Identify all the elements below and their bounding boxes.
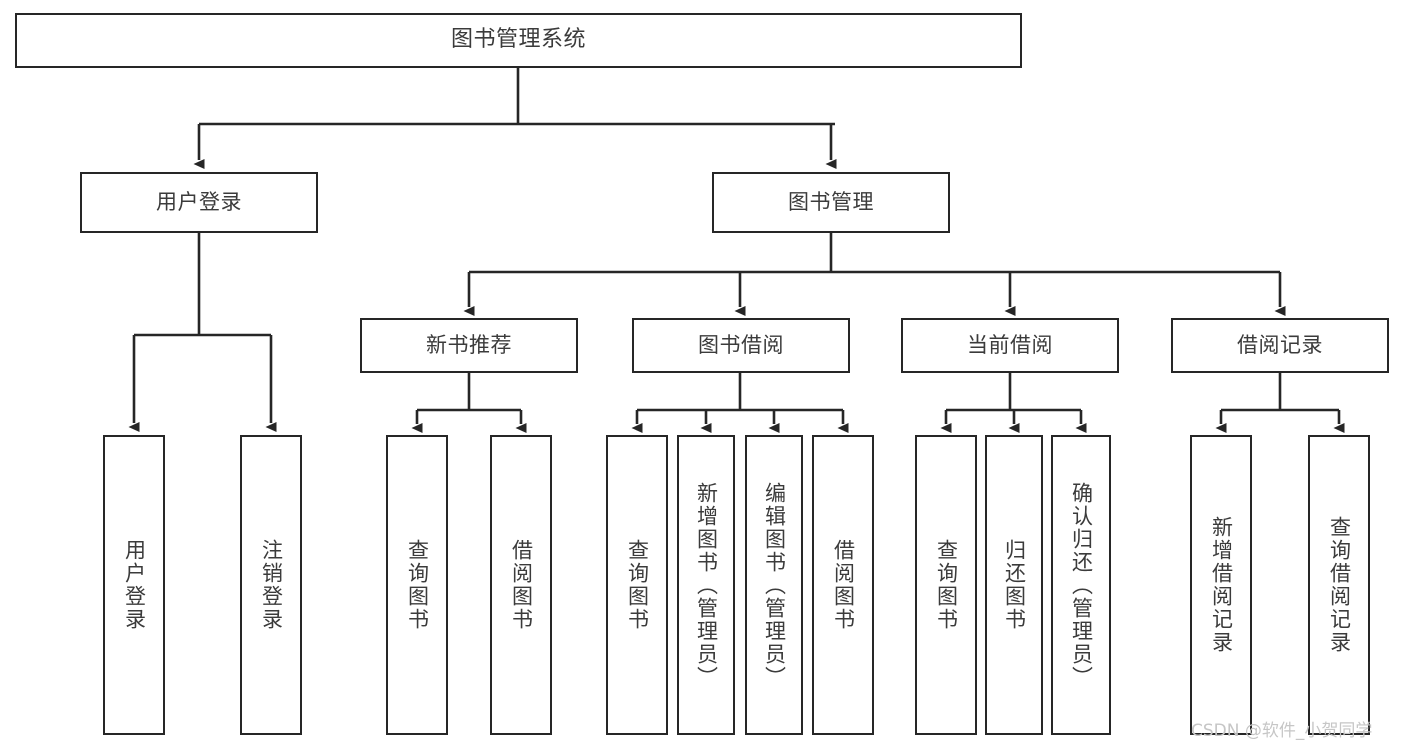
csdn-watermark: CSDN @软件_小贺同学 <box>1191 721 1373 741</box>
node-book-borrow[interactable]: 图书借阅 <box>632 318 850 373</box>
node-label-leaf: 借阅图书 <box>831 539 856 631</box>
node-leaf-new-book-borrow[interactable]: 借阅图书 <box>490 435 552 735</box>
node-leaf-book-borrow-borrow[interactable]: 借阅图书 <box>812 435 874 735</box>
node-leaf-current-borrow-confirm[interactable]: 确认归还（管理员） <box>1051 435 1111 735</box>
node-current-borrow[interactable]: 当前借阅 <box>901 318 1119 373</box>
node-label-root: 图书管理系统 <box>450 27 586 53</box>
node-leaf-borrow-record-query[interactable]: 查询借阅记录 <box>1308 435 1370 735</box>
node-label-leaf: 归还图书 <box>1002 539 1027 631</box>
node-label-leaf: 查询图书 <box>934 539 959 631</box>
node-label-borrow-record: 借阅记录 <box>1237 332 1323 357</box>
node-leaf-borrow-record-add[interactable]: 新增借阅记录 <box>1190 435 1252 735</box>
node-new-book-recommend[interactable]: 新书推荐 <box>360 318 578 373</box>
node-leaf-user-login-logout[interactable]: 注销登录 <box>240 435 302 735</box>
node-label-leaf: 编辑图书（管理员） <box>762 481 787 689</box>
node-root-system[interactable]: 图书管理系统 <box>15 13 1022 68</box>
node-leaf-book-borrow-add[interactable]: 新增图书（管理员） <box>677 435 735 735</box>
node-label-leaf: 查询借阅记录 <box>1327 516 1352 654</box>
node-user-login[interactable]: 用户登录 <box>80 172 318 233</box>
node-borrow-record[interactable]: 借阅记录 <box>1171 318 1389 373</box>
node-label-leaf: 查询图书 <box>405 539 430 631</box>
node-label-book-borrow: 图书借阅 <box>698 332 784 357</box>
node-label-leaf: 新增借阅记录 <box>1209 516 1234 654</box>
node-book-management[interactable]: 图书管理 <box>712 172 950 233</box>
node-label-leaf: 新增图书（管理员） <box>694 481 719 689</box>
node-leaf-current-borrow-query[interactable]: 查询图书 <box>915 435 977 735</box>
node-label-leaf: 用户登录 <box>122 539 147 631</box>
node-label-new-book-recommend: 新书推荐 <box>426 332 512 357</box>
node-label-leaf: 查询图书 <box>625 539 650 631</box>
node-label-leaf: 确认归还（管理员） <box>1069 481 1094 689</box>
node-label-leaf: 注销登录 <box>259 539 284 631</box>
node-leaf-book-borrow-query[interactable]: 查询图书 <box>606 435 668 735</box>
node-leaf-new-book-query[interactable]: 查询图书 <box>386 435 448 735</box>
node-label-leaf: 借阅图书 <box>509 539 534 631</box>
node-label-book-management: 图书管理 <box>788 189 874 214</box>
node-leaf-current-borrow-return[interactable]: 归还图书 <box>985 435 1043 735</box>
node-label-current-borrow: 当前借阅 <box>967 332 1053 357</box>
node-leaf-user-login-login[interactable]: 用户登录 <box>103 435 165 735</box>
node-label-user-login: 用户登录 <box>156 189 242 214</box>
node-leaf-book-borrow-edit[interactable]: 编辑图书（管理员） <box>745 435 803 735</box>
